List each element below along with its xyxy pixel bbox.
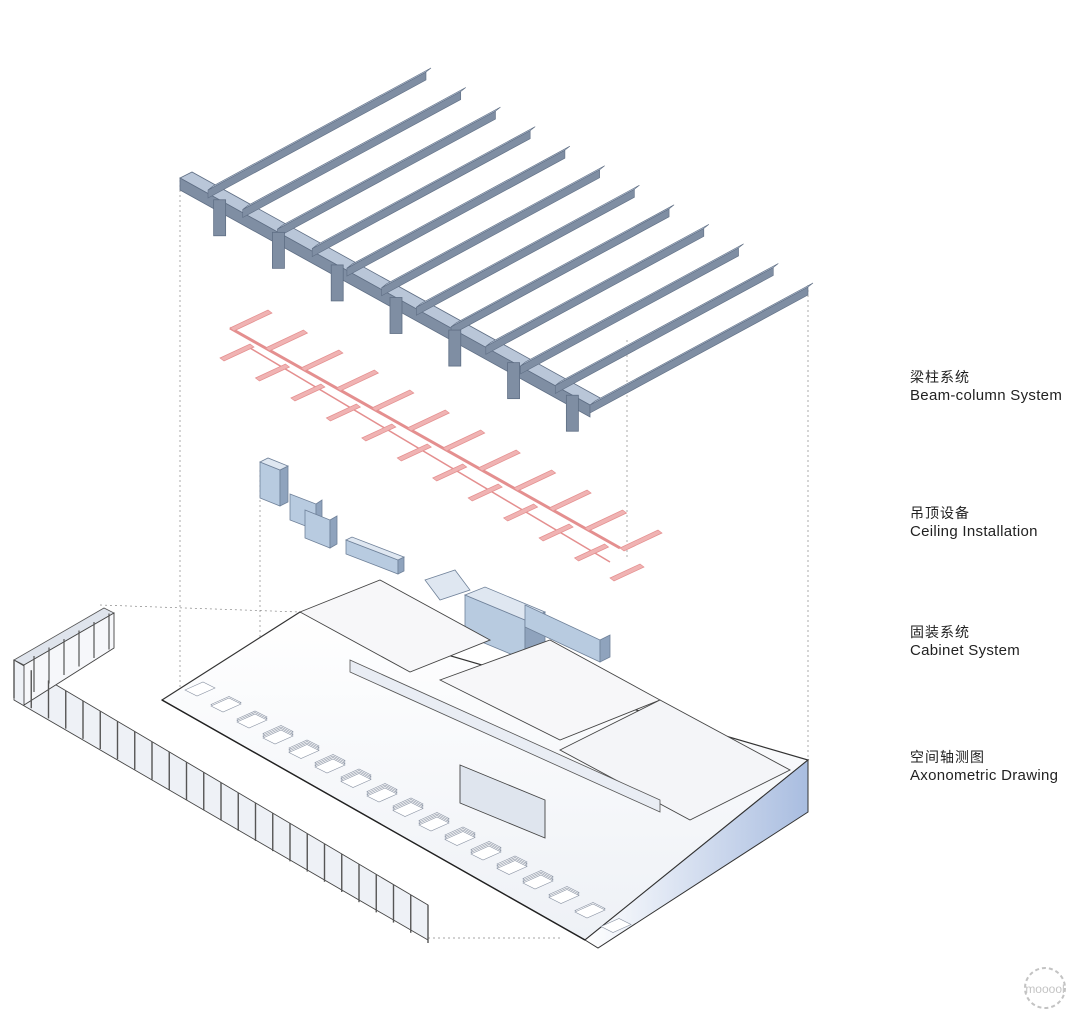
workstation-desk: [288, 744, 320, 759]
workstation-desk: [340, 773, 372, 788]
axonometric-plan-layer: [160, 579, 810, 949]
transverse-beam-top: [589, 282, 814, 406]
transverse-beam-top: [346, 145, 571, 269]
right-exterior-wall: [584, 758, 809, 949]
duct-diffuser: [609, 563, 645, 582]
duct-diffuser: [361, 423, 397, 442]
transverse-beam-top: [555, 263, 779, 386]
transverse-beam-top: [450, 204, 675, 328]
transverse-beam-top: [311, 126, 536, 249]
workstation-desk: [600, 918, 632, 933]
transverse-beam-top: [520, 243, 744, 367]
cabinet-layer: [259, 457, 611, 693]
column: [389, 297, 403, 334]
duct-branch: [371, 389, 415, 412]
label-ceiling-en: Ceiling Installation: [910, 523, 1038, 540]
upper-room-1: [298, 579, 492, 673]
workstation-desk: [392, 802, 424, 817]
duct-branch: [619, 529, 663, 552]
column: [507, 362, 520, 400]
workstation-desk: [210, 697, 242, 713]
ceiling-duct-layer: [219, 309, 663, 582]
duct-diffuser: [538, 523, 574, 542]
workstation-desk: [574, 903, 606, 919]
projection-guides: [99, 180, 809, 939]
workstation-desk: [184, 681, 216, 697]
workstation-grid: [184, 681, 632, 933]
duct-branch: [229, 309, 273, 332]
meeting-room: [459, 764, 546, 839]
workstation-desk: [444, 831, 476, 846]
workstation-desk: [470, 845, 502, 861]
workstation-desk: [418, 816, 450, 832]
duct-branch: [548, 489, 592, 512]
duct-branch: [335, 369, 380, 392]
transverse-beam-top: [277, 106, 501, 230]
duct-branch: [477, 449, 521, 472]
label-ceiling-installation: 吊顶设备 Ceiling Installation: [910, 505, 1038, 541]
column: [213, 199, 227, 237]
label-axo-cn: 空间轴测图: [910, 750, 985, 766]
duct-diffuser: [502, 503, 539, 522]
column: [448, 329, 462, 367]
workstation-desk: [262, 729, 294, 745]
duct-diffuser: [467, 483, 503, 502]
duct-diffuser: [254, 363, 291, 382]
duct-branch: [300, 349, 344, 372]
workstation-desk: [366, 787, 398, 803]
column: [272, 231, 285, 269]
label-axo-en: Axonometric Drawing: [910, 767, 1059, 784]
label-beam-column-cn: 梁柱系统: [910, 370, 970, 386]
duct-diffuser: [290, 383, 326, 402]
duct-diffuser: [219, 343, 255, 362]
transverse-beam-top: [207, 67, 432, 191]
svg-text:mooool: mooool: [1025, 982, 1064, 996]
cabinet-unit-left: [259, 457, 405, 575]
duct-diffuser: [573, 543, 610, 562]
duct-branch: [512, 469, 557, 492]
facade-return-face: [23, 612, 115, 706]
beam-column-layer: [179, 67, 814, 432]
label-beam-column: 梁柱系统 Beam-column System: [910, 369, 1062, 405]
duct-branch: [442, 429, 486, 452]
transverse-beam-top: [416, 185, 640, 308]
column: [565, 394, 579, 432]
duct-diffuser: [325, 403, 362, 422]
partition-band: [349, 659, 661, 813]
duct-branch: [583, 509, 628, 532]
duct-diffuser: [432, 463, 468, 482]
transverse-beam-top: [242, 87, 466, 210]
duct-branch: [406, 409, 450, 432]
label-cabinet-en: Cabinet System: [910, 642, 1021, 659]
column: [330, 264, 344, 302]
label-cabinet-cn: 固装系统: [910, 625, 970, 641]
workstation-desk: [496, 860, 528, 875]
transverse-beam-top: [485, 224, 710, 347]
workstation-desk: [522, 874, 554, 890]
workstation-desk: [314, 758, 346, 774]
label-cabinet-system: 固装系统 Cabinet System: [910, 624, 1020, 660]
duct-diffuser: [396, 443, 432, 462]
secondary-duct: [249, 347, 611, 563]
workstation-desk: [236, 713, 268, 729]
label-ceiling-cn: 吊顶设备: [910, 506, 970, 522]
facade-layer: [13, 607, 429, 943]
duct-branch: [264, 329, 309, 352]
label-axonometric-drawing: 空间轴测图 Axonometric Drawing: [910, 749, 1058, 785]
watermark-logo: mooool: [1024, 967, 1066, 1009]
transverse-beam-top: [381, 165, 605, 288]
workstation-desk: [548, 889, 580, 904]
label-beam-column-en: Beam-column System: [910, 387, 1063, 404]
main-duct: [229, 326, 621, 550]
